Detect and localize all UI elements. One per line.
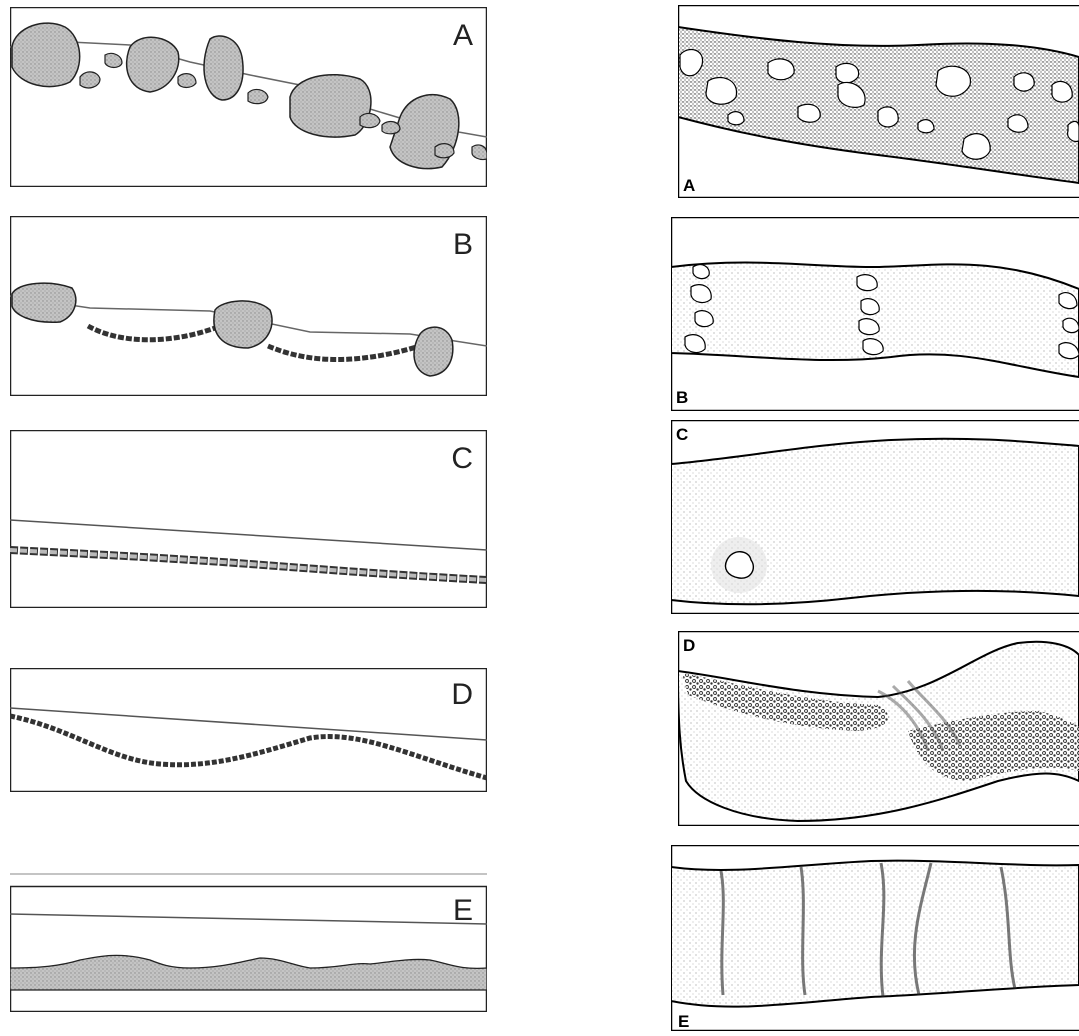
plan-c-drawing [671, 420, 1079, 614]
plan-label-e: E [678, 1013, 689, 1030]
plan-a-drawing [678, 5, 1079, 198]
profile-panel-a: A [10, 7, 487, 187]
plan-b-drawing [671, 217, 1079, 411]
plan-label-a: A [683, 177, 695, 194]
profile-c-drawing [10, 430, 487, 608]
plan-panel-c: C [671, 420, 1079, 614]
profile-panel-d: D [10, 668, 487, 792]
profile-panel-b: B [10, 216, 487, 396]
profile-label-c: C [451, 444, 473, 474]
profile-e-drawing [10, 872, 487, 1012]
plan-label-c: C [676, 426, 688, 443]
profile-label-e: E [453, 896, 473, 926]
plan-label-b: B [676, 389, 688, 406]
profile-panel-c: C [10, 430, 487, 608]
profile-a-drawing [10, 7, 487, 187]
plan-e-drawing [671, 845, 1079, 1031]
profile-label-b: B [453, 230, 473, 260]
profile-label-d: D [451, 680, 473, 710]
plan-panel-b: B [671, 217, 1079, 411]
profile-label-a: A [453, 21, 473, 51]
plan-panel-d: D [678, 631, 1079, 826]
plan-d-drawing [678, 631, 1079, 826]
profile-d-drawing [10, 668, 487, 792]
plan-panel-e: E [671, 845, 1079, 1031]
profile-panel-e: E [10, 872, 487, 1012]
plan-label-d: D [683, 637, 695, 654]
plan-panel-a: A [678, 5, 1079, 198]
profile-b-drawing [10, 216, 487, 396]
